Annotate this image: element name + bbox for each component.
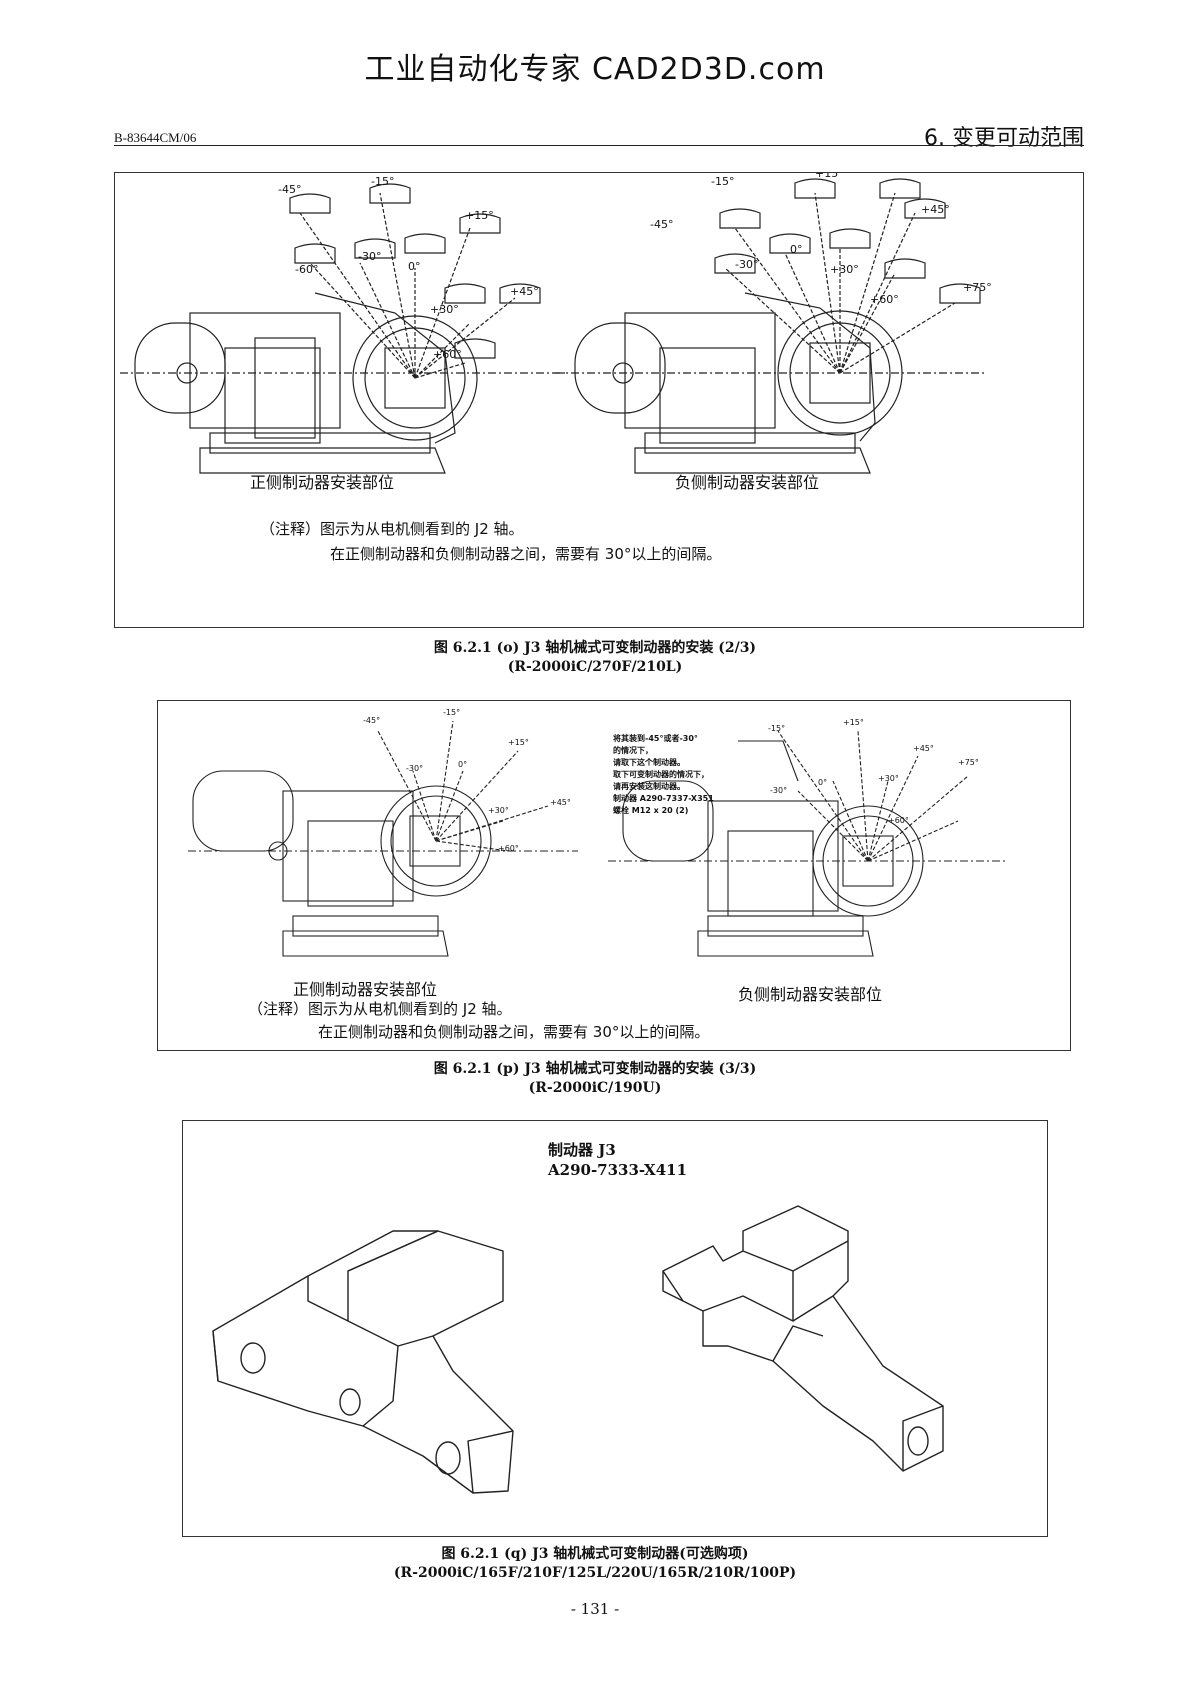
figure-q-drawing (212, 1205, 944, 1494)
figure-o-right-angle-label: +60° (870, 293, 899, 306)
figure-p-right-angle-label: +15° (843, 718, 864, 727)
figure-o-left-angle-label: +60° (433, 348, 462, 361)
figure-p-left-angle-label: -15° (443, 708, 460, 717)
instruction-line: 制动器 A290-7337-X351 (613, 794, 714, 803)
figure-p-left-angle-label: +15° (508, 738, 529, 747)
figure-p-instruction: 将其装到-45°或者-30° 的情况下， 请取下这个制动器。 取下可变制动器的情… (613, 733, 773, 817)
brake-part-number: A290-7333-X411 (548, 1161, 688, 1179)
figure-p-left-angle-label: 0° (458, 760, 467, 769)
page-number: - 131 - (570, 1600, 620, 1618)
instruction-line: 将其装到-45°或者-30° (613, 734, 698, 743)
figure-o-right-angle-label: -15° (711, 175, 734, 188)
figure-o-left-label: 正侧制动器安装部位 (250, 473, 395, 492)
figure-o-right-angle-label: +15° (815, 173, 844, 180)
brake-part-right (662, 1205, 944, 1472)
robot-p-left-drawing (188, 770, 578, 957)
watermark: 工业自动化专家 CAD2D3D.com (364, 52, 826, 87)
figure-o-left-angle-label: +45° (510, 285, 539, 298)
figure-p-angle-labels: -45° -15° +15° +45° -30° 0° +30° +60° -15° +15° +… (363, 708, 979, 853)
figure-p-right-angle-label: +60° (888, 816, 909, 825)
instruction-line: 螺栓 M12 x 20 (2) (613, 806, 689, 815)
figure-o-right-angle-label: -45° (650, 218, 673, 231)
figure-o-left-angle-label: -45° (278, 183, 301, 196)
brake-name: 制动器 J3 (548, 1141, 616, 1159)
figure-p-left-angle-label: +30° (488, 806, 509, 815)
figure-p-left-angle-label: -45° (363, 716, 380, 725)
figure-o-model: (R-2000iC/270F/210L) (507, 659, 683, 675)
figure-p-left-label: 正侧制动器安装部位 (293, 980, 438, 999)
figure-p-right-angle-label: 0° (818, 778, 827, 787)
figure-q-model: (R-2000iC/165F/210F/125L/220U/165R/210R/… (393, 1565, 797, 1581)
figure-p-frame: -45° -15° +15° +45° -30° 0° +30° +60° -15° +15° +… (157, 700, 1071, 1051)
instruction-line: 的情况下， (613, 746, 653, 755)
header-rule (114, 145, 1084, 146)
figure-q-caption: 图 6.2.1 (q) J3 轴机械式可变制动器(可选购项) (441, 1546, 749, 1562)
instruction-line: 取下可变制动器的情况下， (613, 770, 709, 779)
figure-o-right-angle-label: 0° (790, 243, 803, 256)
figure-o-right-angle-label: +30° (830, 263, 859, 276)
figure-p-right-angle-label: +30° (878, 774, 899, 783)
figure-p-caption: 图 6.2.1 (p) J3 轴机械式可变制动器的安装 (3/3) (433, 1061, 757, 1077)
figure-p-right-angle-label: +75° (958, 758, 979, 767)
figure-p-note-1: （注释）图示为从电机侧看到的 J2 轴。 (248, 1000, 512, 1018)
chapter-title: 6. 变更可动范围 (924, 126, 1084, 151)
figure-o-right-angle-label: +75° (963, 281, 992, 294)
figure-p-right-angle-label: -30° (770, 786, 787, 795)
figure-o-right-angle-label: -30° (735, 258, 758, 271)
figure-p-right-angle-label: -15° (768, 724, 785, 733)
figure-o-left-angle-label: -30° (358, 250, 381, 263)
figure-p-drawing (188, 720, 1008, 957)
figure-o-left-angle-label: -60° (295, 263, 318, 276)
figure-p-left-angle-label: -30° (406, 764, 423, 773)
figure-o-note-2: 在正侧制动器和负侧制动器之间，需要有 30°以上的间隔。 (330, 545, 722, 563)
instruction-line: 请再安装这制动器。 (613, 782, 685, 791)
figure-o-right-label: 负侧制动器安装部位 (675, 473, 820, 492)
figure-o-caption: 图 6.2.1 (o) J3 轴机械式可变制动器的安装 (2/3) (433, 640, 757, 656)
figure-o-drawing (120, 178, 985, 474)
figure-p-model: (R-2000iC/190U) (528, 1080, 662, 1096)
figure-o-angle-labels: -45° -15° +15° -60° -30° 0° +45° +30° +60° -15° +… (278, 173, 992, 361)
figure-p-right-label: 负侧制动器安装部位 (738, 985, 883, 1004)
robot-p-right-drawing (608, 740, 1008, 957)
figure-q-frame: 制动器 J3 A290-7333-X411 (182, 1120, 1048, 1537)
figure-p-left-angle-label: +60° (498, 844, 519, 853)
figure-p-left-angle-label: +45° (550, 798, 571, 807)
figure-o-left-angle-label: +15° (465, 209, 494, 222)
figure-o-left-angle-label: +30° (430, 303, 459, 316)
figure-o-left-angle-label: 0° (408, 260, 421, 273)
figure-p-note-2: 在正侧制动器和负侧制动器之间，需要有 30°以上的间隔。 (318, 1023, 710, 1041)
document-code: B-83644CM/06 (114, 130, 197, 145)
brake-part-left (212, 1230, 514, 1494)
figure-o-note-1: （注释）图示为从电机侧看到的 J2 轴。 (260, 520, 524, 538)
figure-o-frame: -45° -15° +15° -60° -30° 0° +45° +30° +60° -15° +… (114, 172, 1084, 628)
figure-o-left-angle-label: -15° (371, 175, 394, 188)
figure-o-right-angle-label: +45° (921, 203, 950, 216)
figure-p-right-angle-label: +45° (913, 744, 934, 753)
instruction-line: 请取下这个制动器。 (613, 758, 685, 767)
